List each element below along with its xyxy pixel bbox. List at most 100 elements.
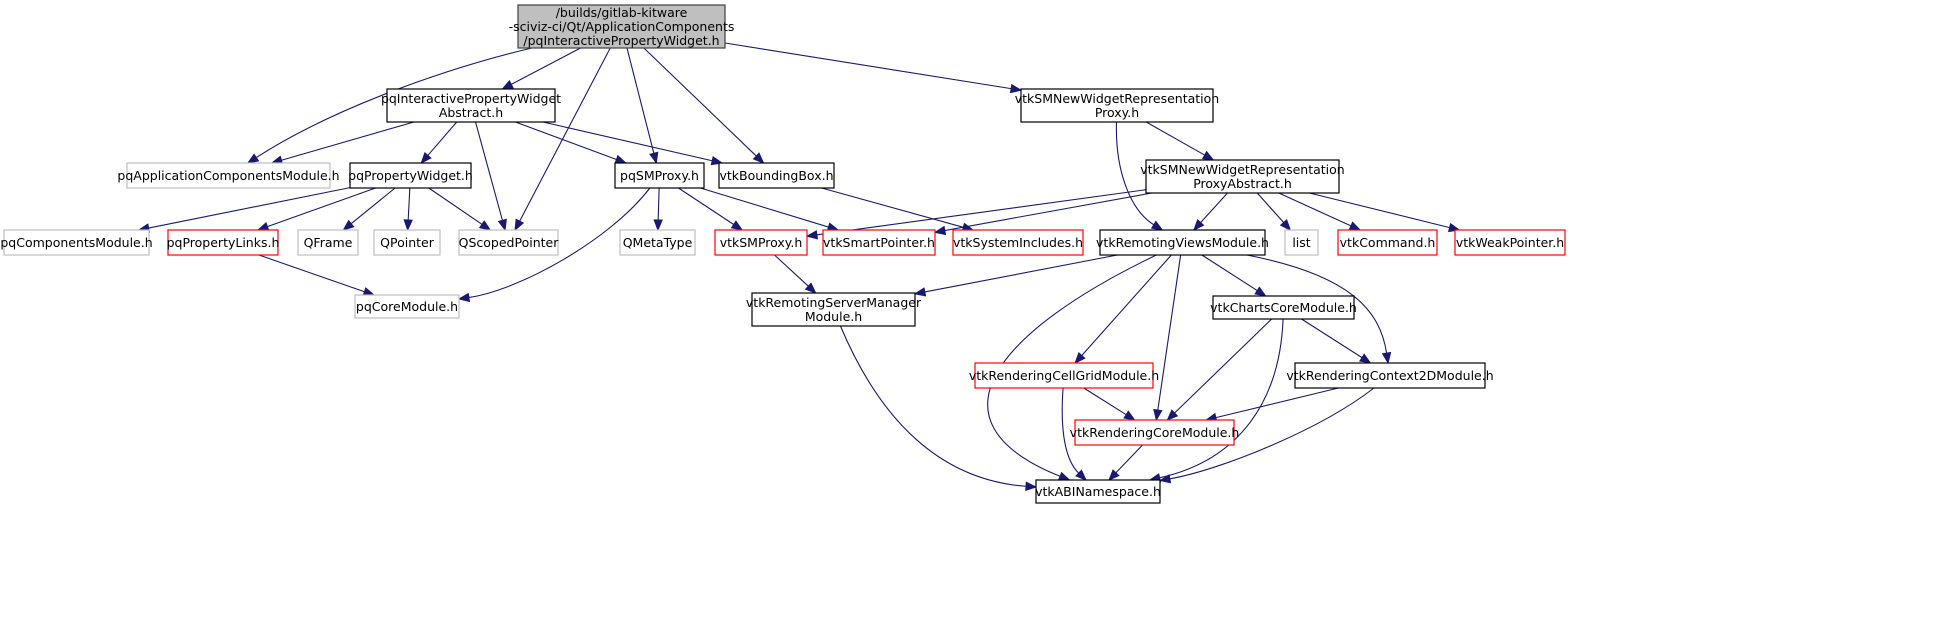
node-box [1454, 229, 1566, 256]
node-label: vtkSmartPointer.h [823, 235, 935, 250]
edge-vtk-remoting-views-module-to-vtk-remoting-server-manager-module [913, 254, 1118, 297]
edge-vtk-remoting-views-module-to-vtk-rendering-context2-dmodule [1246, 254, 1392, 365]
node-label: vtkSMNewWidgetRepresentation [1015, 91, 1219, 106]
node-pq-property-links[interactable]: pqPropertyLinks.h [167, 229, 280, 256]
edge-line [816, 189, 1147, 236]
node-vtk-smproxy[interactable]: vtkSMProxy.h [714, 229, 808, 256]
node-vtk-remoting-views-module[interactable]: vtkRemotingViewsModule.h [1096, 229, 1269, 256]
node-pq-smproxy[interactable]: pqSMProxy.h [614, 162, 705, 189]
edge-line [1278, 192, 1352, 227]
arrowhead-icon [1057, 471, 1071, 481]
edge-line [1157, 254, 1182, 411]
node-vtk-charts-core-module[interactable]: vtkChartsCoreModule.h [1210, 295, 1357, 320]
edge-vtk-rendering-context2-dmodule-to-vtk-abinamespace [1158, 387, 1375, 484]
arrowhead-icon [653, 219, 663, 232]
node-label: list [1292, 235, 1310, 250]
edge-line [944, 192, 1152, 232]
node-root[interactable]: /builds/gitlab-kitware-sciviz-ci/Qt/Appl… [509, 4, 735, 49]
node-box [614, 162, 705, 189]
arrowhead-icon [1009, 83, 1023, 94]
node-box [354, 294, 460, 319]
node-vtk-rendering-core-module[interactable]: vtkRenderingCoreModule.h [1070, 419, 1240, 446]
node-label: pqCoreModule.h [356, 299, 458, 314]
node-label: QMetaType [623, 235, 693, 250]
node-vtk-smnwrproxy-abstract[interactable]: vtkSMNewWidgetRepresentationProxyAbstrac… [1140, 159, 1345, 194]
arrowhead-icon [1153, 408, 1163, 422]
arrowhead-icon [514, 218, 525, 232]
edge-vtk-smnwrproxy-abstract-to-vtk-weak-pointer [1309, 192, 1461, 233]
edge-line [657, 187, 660, 221]
arrowhead-icon [804, 282, 817, 294]
node-label: /builds/gitlab-kitware [556, 5, 688, 20]
edge-line [700, 187, 829, 228]
node-vtk-system-includes[interactable]: vtkSystemIncludes.h [952, 229, 1084, 256]
node-label: vtkWeakPointer.h [1456, 235, 1564, 250]
node-label: vtkRenderingContext2DModule.h [1286, 368, 1493, 383]
node-box [1145, 159, 1340, 194]
edge-pq-property-links-to-pq-core-module [258, 254, 376, 297]
node-box [1020, 88, 1214, 123]
edge-line [1215, 387, 1339, 419]
edge-line [474, 121, 503, 221]
node-qframe: QFrame [297, 229, 359, 256]
node-vtk-abinamespace[interactable]: vtkABINamespace.h [1035, 479, 1161, 504]
node-qpointer: QPointer [373, 229, 441, 256]
node-vtk-smart-pointer[interactable]: vtkSmartPointer.h [822, 229, 936, 256]
edge-pq-smproxy-to-qmeta-type [653, 187, 663, 232]
node-box [822, 229, 936, 256]
node-label: pqInteractivePropertyWidget [381, 91, 561, 106]
arrowhead-icon [1074, 352, 1086, 365]
arrowhead-icon [420, 151, 432, 165]
edge-line [468, 187, 651, 299]
node-box [1284, 229, 1319, 256]
edge-pq-ipwabstract-to-pq-property-widget [420, 121, 458, 165]
node-label: ProxyAbstract.h [1193, 176, 1292, 191]
arrowhead-icon [1025, 481, 1038, 491]
arrowhead-icon [246, 153, 260, 164]
edge-line [267, 187, 376, 228]
edge-line [148, 187, 351, 229]
node-box [458, 229, 559, 256]
node-vtk-rendering-context2-dmodule[interactable]: vtkRenderingContext2DModule.h [1286, 362, 1494, 389]
edge-root-to-vtk-bounding-box [643, 47, 765, 164]
node-vtk-command[interactable]: vtkCommand.h [1337, 229, 1438, 256]
arrowhead-icon [1123, 410, 1136, 421]
arrowhead-icon [342, 219, 355, 231]
edge-line [626, 47, 655, 154]
node-vtk-weak-pointer[interactable]: vtkWeakPointer.h [1454, 229, 1566, 256]
edge-vtk-smnwrproxy-to-vtk-remoting-views-module [1115, 121, 1164, 231]
node-label: vtkBoundingBox.h [719, 168, 833, 183]
arrowhead-icon [1166, 409, 1179, 421]
edge-line [350, 187, 396, 225]
edge-line [1169, 387, 1375, 480]
node-label: QScopedPointer [459, 235, 560, 250]
node-vtk-rendering-cell-grid-module[interactable]: vtkRenderingCellGridModule.h [969, 362, 1159, 389]
edge-root-to-vtk-smnwrproxy [724, 42, 1023, 94]
edge-pq-property-widget-to-qscoped-pointer [428, 187, 492, 231]
edge-vtk-rendering-context2-dmodule-to-vtk-rendering-core-module [1204, 387, 1339, 423]
node-label: Abstract.h [439, 105, 503, 120]
edge-line [1115, 444, 1143, 474]
node-vtk-bounding-box[interactable]: vtkBoundingBox.h [718, 162, 835, 189]
edge-line [1159, 318, 1284, 479]
node-box [349, 162, 472, 189]
node-label: vtkRenderingCellGridModule.h [969, 368, 1159, 383]
node-box [297, 229, 359, 256]
edge-line [1246, 254, 1388, 354]
node-box [167, 229, 279, 256]
node-box [517, 4, 726, 49]
edge-line [542, 121, 713, 162]
edge-vtk-remoting-views-module-to-vtk-charts-core-module [1201, 254, 1267, 297]
edge-pq-smproxy-to-vtk-smproxy [678, 187, 744, 231]
node-box [1294, 362, 1486, 389]
edge-line [1201, 254, 1258, 292]
node-list: list [1284, 229, 1319, 256]
node-pq-property-widget[interactable]: pqPropertyWidget.h [348, 162, 473, 189]
node-label: vtkSystemIncludes.h [953, 235, 1083, 250]
arrowhead-icon [1192, 219, 1205, 231]
edge-vtk-smproxy-to-vtk-remoting-server-manager-module [774, 254, 817, 294]
arrowhead-icon [362, 287, 376, 297]
